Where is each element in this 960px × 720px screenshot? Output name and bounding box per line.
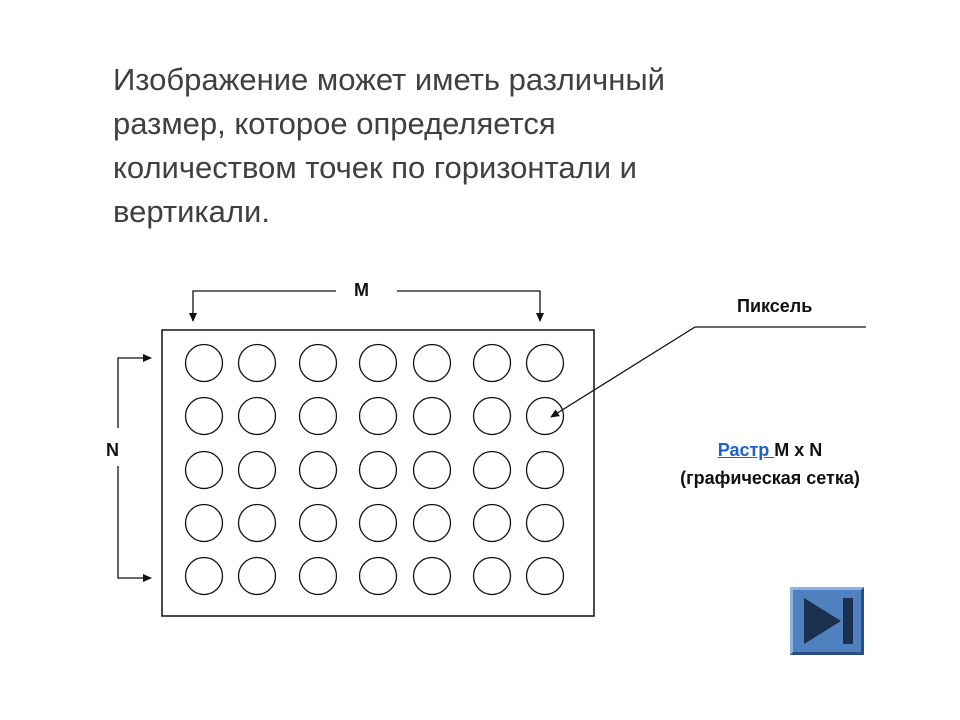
height-label-n: N (106, 440, 119, 460)
pixel-circle (298, 503, 338, 543)
pixel-circle (412, 450, 452, 490)
pixel-circle (358, 343, 398, 383)
pixel-circle (525, 343, 565, 383)
raster-frame (161, 329, 595, 617)
pixel-label: Пиксель (737, 296, 813, 316)
pixel-circle (184, 396, 224, 436)
raster-link[interactable]: Растр (717, 440, 775, 460)
pixel-circle (298, 343, 338, 383)
pixel-circle (184, 450, 224, 490)
m-dimension-arrow-right (397, 290, 544, 322)
pixel-circle (472, 396, 512, 436)
pixel-circle (412, 396, 452, 436)
raster-size-text: M x N (774, 440, 823, 460)
pixel-circle (184, 343, 224, 383)
pixel-circle (358, 396, 398, 436)
pixel-circle (237, 396, 277, 436)
pixel-circle (472, 343, 512, 383)
pixel-circle (358, 556, 398, 596)
pixel-circle (184, 556, 224, 596)
pixel-circle (358, 450, 398, 490)
pixel-circle (237, 556, 277, 596)
pixel-circle (184, 503, 224, 543)
pixel-circle (525, 396, 565, 436)
pixel-circle (525, 556, 565, 596)
heading-line-2: размер, которое определяется (113, 106, 556, 141)
n-dimension-arrow-top (117, 354, 152, 428)
pixel-circle (412, 503, 452, 543)
pixel-circle (298, 556, 338, 596)
raster-title-line: Растр M x N (610, 436, 930, 464)
end-nav-button[interactable] (790, 587, 864, 655)
pixel-circle (472, 556, 512, 596)
end-play-icon (804, 598, 853, 644)
n-dimension-arrow-bottom (117, 466, 152, 582)
pixel-grid (184, 343, 565, 596)
pixel-circle (358, 503, 398, 543)
pixel-circle (525, 503, 565, 543)
width-label-m: M (354, 280, 369, 300)
pixel-circle (237, 503, 277, 543)
pixel-circle (472, 450, 512, 490)
raster-caption: Растр M x N (графическая сетка) (610, 436, 930, 492)
pixel-circle (298, 396, 338, 436)
raster-subtitle: (графическая сетка) (680, 468, 860, 488)
heading-line-1: Изображение может иметь различный (113, 62, 665, 97)
pixel-circle (472, 503, 512, 543)
pixel-pointer-arrow (550, 326, 696, 418)
m-dimension-arrow-left (189, 290, 336, 322)
heading-line-3: количеством точек по горизонтали и (113, 150, 637, 185)
pixel-circle (525, 450, 565, 490)
pixel-circle (412, 556, 452, 596)
pixel-circle (237, 343, 277, 383)
heading-line-4: вертикали. (113, 194, 270, 229)
pixel-circle (298, 450, 338, 490)
pixel-circle (412, 343, 452, 383)
heading-text: Изображение может иметь различный размер… (113, 58, 793, 234)
pixel-circle (237, 450, 277, 490)
